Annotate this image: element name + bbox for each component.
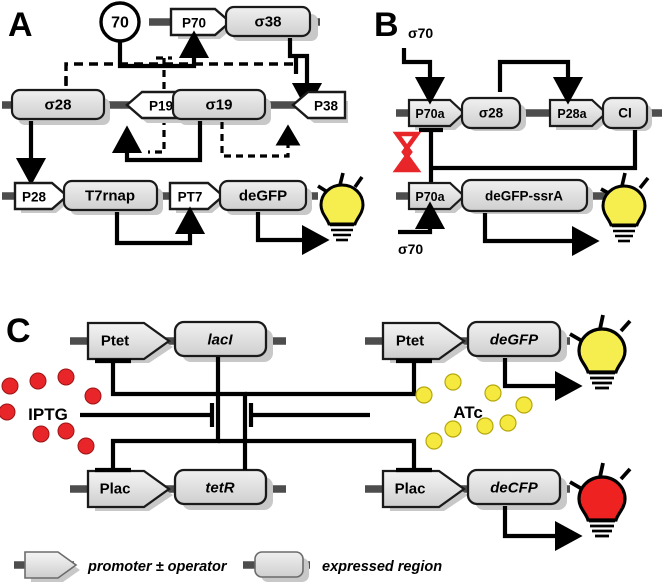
glyph-t7rnap: T7rnap <box>62 179 159 212</box>
wire-sigma70-to-p70 <box>117 30 210 69</box>
glyph-degfp-ssra: deGFP-ssrA <box>460 178 589 213</box>
glyph-plac-right-label: Plac <box>395 481 426 498</box>
sigma70-circle-label: 70 <box>111 15 129 32</box>
glyph-p28-a: P28 <box>13 181 69 211</box>
legend-promoter-label: promoter ± operator <box>87 559 228 575</box>
glyph-plac-left: Plac <box>86 469 171 509</box>
glyph-ptet-right: Ptet <box>381 321 466 361</box>
glyph-p28a-label: P28a <box>557 107 587 121</box>
legend-gene-label: expressed region <box>322 559 442 575</box>
wire-degfp-ssra-to-bulb <box>482 213 600 257</box>
wire-laci-to-plac-left <box>110 357 221 470</box>
wire-t7rnap-to-pt7 <box>114 206 206 246</box>
glyph-sigma28-a-label: σ28 <box>45 97 72 114</box>
glyph-p19-label: P19 <box>149 99 173 114</box>
wire-decfp-to-bulb <box>502 506 583 552</box>
glyph-decfp: deCFP <box>466 468 562 506</box>
glyph-p38-label: P38 <box>314 99 339 114</box>
glyph-p19: P19 <box>125 90 182 120</box>
glyph-plac-right: Plac <box>381 469 466 509</box>
glyph-sigma19: σ19 <box>171 88 267 121</box>
glyph-p70a-bottom: P70a <box>407 181 466 211</box>
wire-dashed-p38-loop <box>220 122 301 158</box>
glyph-degfp-a-label: deGFP <box>239 188 287 205</box>
wire-sigma38-to-p38 <box>287 38 323 111</box>
gfp-bulb-a <box>317 172 365 242</box>
glyph-ptet-right-label: Ptet <box>396 333 424 350</box>
panel-label-b: B <box>374 6 399 44</box>
glyph-p70-label: P70 <box>182 16 206 31</box>
b-sigma70-bottom-label: σ70 <box>398 241 423 257</box>
gfp-bulb-c <box>569 314 632 390</box>
glyph-tetr: tetR <box>173 468 268 506</box>
glyph-degfp-a: deGFP <box>218 179 308 212</box>
glyph-t7rnap-label: T7rnap <box>85 188 135 205</box>
legend: promoter ± operator expressed region <box>14 551 442 582</box>
cfp-bulb-c <box>569 462 632 538</box>
glyph-p70a-bottom-label: P70a <box>415 190 445 204</box>
atc-molecules <box>415 373 533 450</box>
glyph-tetr-label: tetR <box>205 480 234 497</box>
legend-gene-shape <box>254 551 309 582</box>
glyph-ci-label: CI <box>618 106 632 121</box>
glyph-sigma38-label: σ38 <box>255 14 282 31</box>
glyph-p70a-top-label: P70a <box>415 107 445 121</box>
sigma70-circle: 70 <box>99 1 141 43</box>
glyph-laci-label: lacI <box>207 332 233 349</box>
glyph-p28a: P28a <box>548 98 608 128</box>
wire-laci-to-plac-right <box>218 438 417 470</box>
glyph-decfp-label: deCFP <box>490 480 539 497</box>
hourglass-icon <box>392 131 422 173</box>
glyph-degfp-c-label: deGFP <box>490 332 539 349</box>
glyph-sigma28-b: σ28 <box>460 96 522 130</box>
wire-sigma70-to-p70a-top <box>401 48 446 105</box>
glyph-degfp-ssra-label: deGFP-ssrA <box>485 189 563 204</box>
glyph-sigma28-a: σ28 <box>10 88 106 121</box>
glyph-p28-a-label: P28 <box>22 190 47 205</box>
wire-ci-repress <box>431 130 638 171</box>
b-sigma70-top-label: σ70 <box>408 25 433 41</box>
gfp-bulb-b <box>600 172 650 243</box>
glyph-ptet-left-label: Ptet <box>101 333 129 350</box>
glyph-ci: CI <box>601 96 649 130</box>
iptg-molecules <box>0 368 102 455</box>
glyph-sigma38: σ38 <box>224 5 312 38</box>
glyph-pt7: PT7 <box>168 181 225 211</box>
legend-promoter-shape <box>24 551 80 582</box>
iptg-label: IPTG <box>28 405 68 424</box>
wire-tetr-to-ptet-left <box>110 361 248 470</box>
glyph-ptet-left: Ptet <box>86 321 171 361</box>
wire-sigma28-to-p28a <box>497 59 584 105</box>
wire-degfp-to-bulb-c <box>502 358 583 402</box>
wire-tetr-to-ptet-right <box>245 361 417 397</box>
panel-label-a: A <box>8 6 33 44</box>
glyph-pt7-label: PT7 <box>178 190 203 205</box>
glyph-laci: lacI <box>173 320 268 358</box>
atc-label: ATc <box>453 403 483 422</box>
glyph-sigma19-label: σ19 <box>206 97 233 114</box>
glyph-p70a-top: P70a <box>407 98 466 128</box>
wire-sigma70-to-p70a-bottom <box>398 201 446 235</box>
glyph-sigma28-b-label: σ28 <box>479 106 504 121</box>
glyph-plac-left-label: Plac <box>100 481 131 498</box>
glyph-degfp-c: deGFP <box>466 320 562 358</box>
wire-sigma19-to-p19 <box>111 121 203 163</box>
glyph-p70: P70 <box>169 7 232 37</box>
wire-degfp-to-bulb-a <box>255 212 330 256</box>
glyph-p38: P38 <box>291 90 347 120</box>
panel-label-c: C <box>6 312 31 350</box>
